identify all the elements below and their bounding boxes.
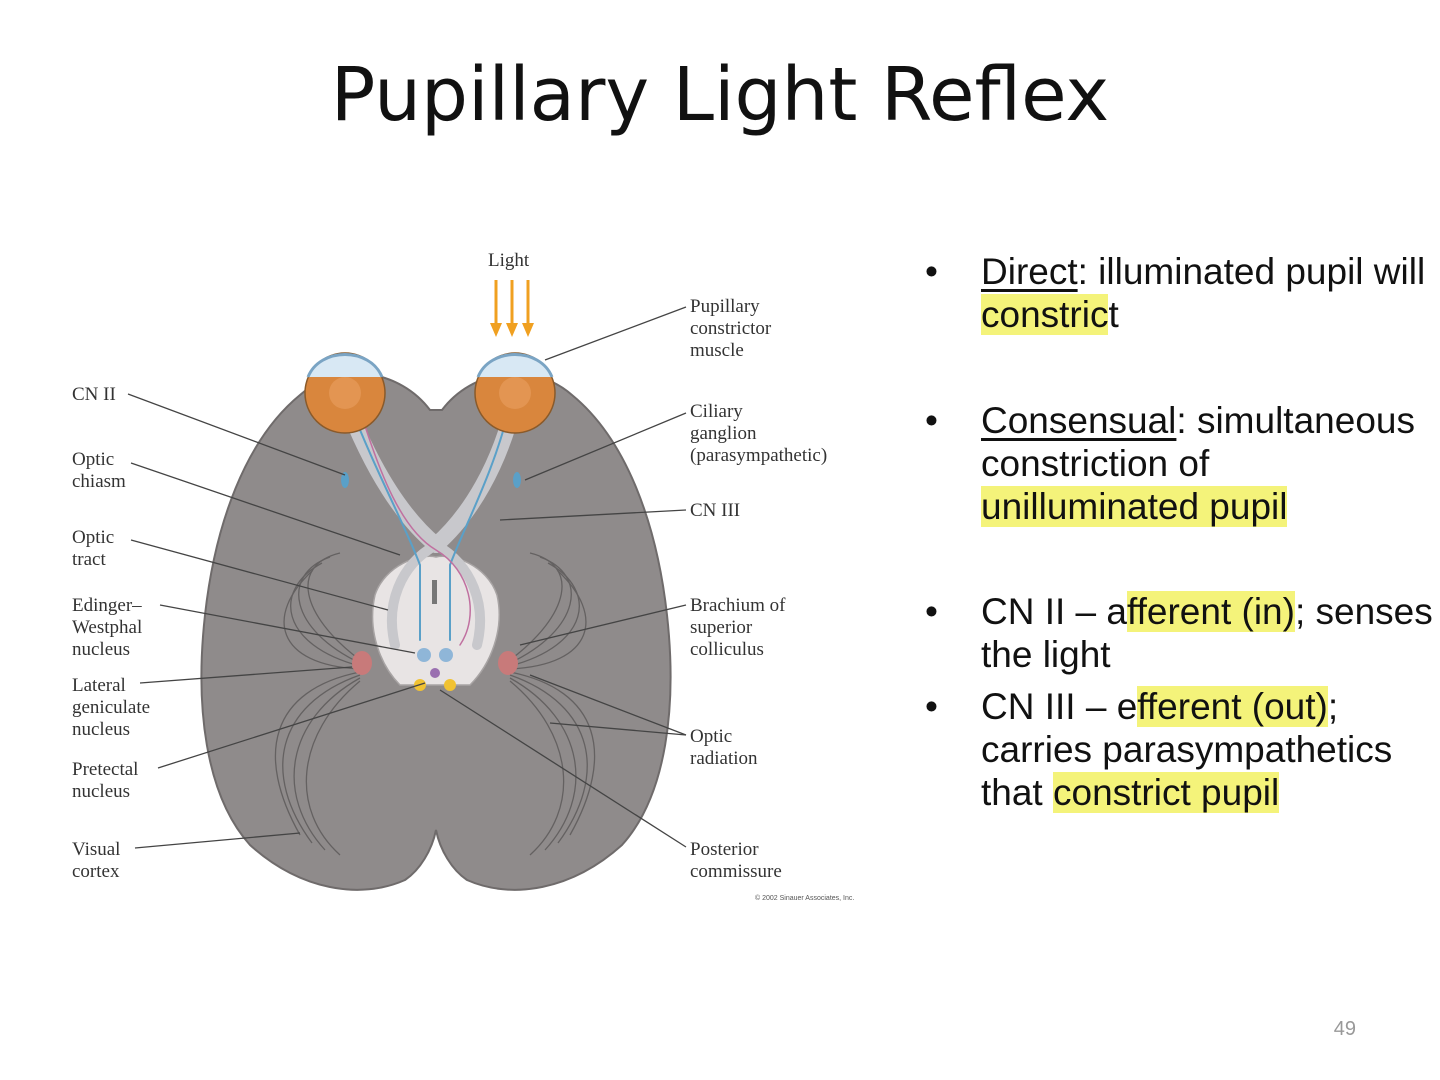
term-direct: Direct [981, 251, 1078, 292]
highlight: fferent (in) [1127, 591, 1295, 632]
optic-radiation-right [509, 552, 596, 856]
lgn-right [498, 651, 518, 675]
optic-chiasm-label: Optic chiasm [72, 449, 126, 492]
visual-cortex-label: Visual cortex [72, 839, 125, 882]
bullet-list: • Direct: illuminated pupil will constric… [925, 250, 1435, 814]
highlight: unilluminated pupil [981, 486, 1288, 527]
highlight: constrict pupil [1053, 772, 1280, 813]
bullet-marker: • [925, 400, 938, 441]
bullet-direct: • Direct: illuminated pupil will constric… [925, 250, 1435, 336]
optic-radiation-label: Optic radiation [690, 726, 758, 769]
bullet-cn-ii: • CN II – afferent (in); senses the light [925, 590, 1435, 676]
slide-title: Pupillary Light Reflex [330, 52, 1110, 138]
bullet-text: t [1108, 294, 1119, 335]
ciliary-ganglion-label: Ciliary ganglion (parasympathetic) [690, 401, 827, 466]
ciliary-ganglia [341, 472, 521, 488]
cn-ii-label: CN II [72, 384, 116, 405]
pretectal-label: Pretectal nucleus [72, 759, 143, 802]
bullet-text: ; carries parasympathetics that [981, 686, 1393, 813]
lgn-left [352, 651, 372, 675]
bullet-text: CN III – e [981, 686, 1138, 727]
bullet-text: : simultaneous constriction of [981, 400, 1415, 484]
bullet-text: : illuminated pupil will [1077, 251, 1426, 292]
left-eye [304, 352, 386, 434]
bullet-consensual: • Consensual: simultaneous constriction o… [925, 399, 1435, 528]
right-eye [474, 352, 556, 434]
cn-iii-label: CN III [690, 500, 740, 521]
bullet-cn-iii: • CN III – efferent (out); carries parasy… [925, 685, 1435, 814]
bullet-marker: • [925, 251, 938, 292]
page-number: 49 [1333, 1018, 1356, 1040]
bullet-text: CN II – a [981, 591, 1127, 632]
highlight: constric [981, 294, 1109, 335]
highlight: fferent (out) [1137, 686, 1328, 727]
copyright-notice: © 2002 Sinauer Associates, Inc. [755, 894, 854, 902]
pupillary-constrictor-label: Pupillary constrictor muscle [690, 296, 776, 361]
optic-radiation-left [274, 552, 361, 856]
brachium-label: Brachium of superior colliculus [690, 595, 790, 660]
term-consensual: Consensual [981, 400, 1177, 441]
pupillary-reflex-diagram: Light CN II Optic chiasm Optic tract [0, 235, 920, 915]
brainstem-nuclei [414, 648, 456, 691]
bullet-marker: • [925, 686, 938, 727]
optic-tract-label: Optic tract [72, 527, 119, 570]
bullet-marker: • [925, 591, 938, 632]
lgn-label: Lateral geniculate nucleus [72, 675, 155, 740]
light-label: Light [488, 250, 530, 271]
edinger-westphal-label: Edinger– Westphal nucleus [72, 595, 147, 660]
light-arrows [490, 280, 534, 337]
posterior-commissure-label: Posterior commissure [690, 839, 782, 882]
bullet-text: ; senses the light [981, 591, 1433, 675]
leader-lines [127, 306, 687, 849]
